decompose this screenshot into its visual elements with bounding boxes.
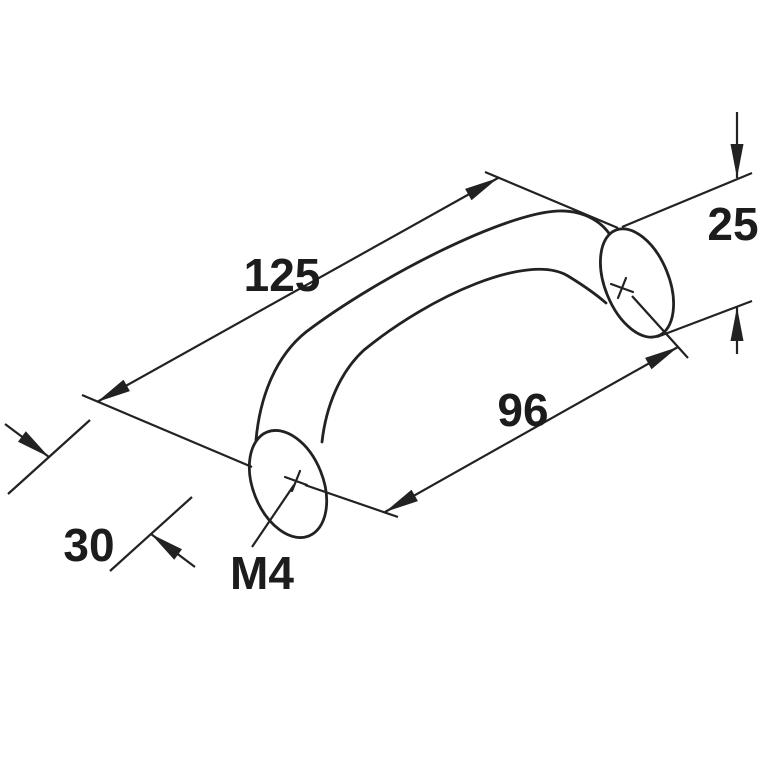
dimension-hole-spacing: 96 [304, 295, 689, 519]
handle-outer-edge [254, 209, 615, 442]
arrowhead-96-right [645, 347, 678, 370]
arrowhead-125-left [97, 379, 130, 402]
dimension-line-125 [96, 177, 499, 403]
handle-inner-edge [320, 267, 608, 444]
extension-line-125-left [81, 393, 253, 469]
dim-label-hole-spacing: 96 [497, 384, 548, 436]
arrowhead-96-left [385, 489, 418, 512]
dim-label-thread-size: M4 [230, 547, 294, 599]
dim-label-base-height: 25 [707, 198, 758, 250]
extension-line-96-right [631, 295, 689, 359]
dimension-base-height: 25 [621, 112, 759, 354]
handle-body-fill [256, 210, 618, 442]
arrowhead-25-bottom [730, 307, 744, 341]
extension-line-25-top [621, 171, 753, 229]
arrowhead-125-right [465, 178, 498, 201]
extension-line-125-right [484, 170, 619, 230]
dim-label-overall-length: 125 [244, 249, 321, 301]
arrowhead-30-lower [151, 534, 182, 560]
thread-callout: M4 [230, 484, 295, 599]
screw-cross-right [609, 276, 635, 300]
arrowhead-30-upper [18, 431, 49, 457]
dimension-overall-length: 125 [81, 170, 619, 469]
dim-label-projection: 30 [63, 519, 114, 571]
left-base-plate [247, 429, 329, 539]
extension-line-96-left [304, 483, 399, 519]
leader-line-m4 [251, 484, 295, 548]
arrowhead-25-top [730, 144, 744, 178]
dimension-projection: 30 [4, 419, 196, 572]
dimension-line-96 [384, 346, 679, 513]
